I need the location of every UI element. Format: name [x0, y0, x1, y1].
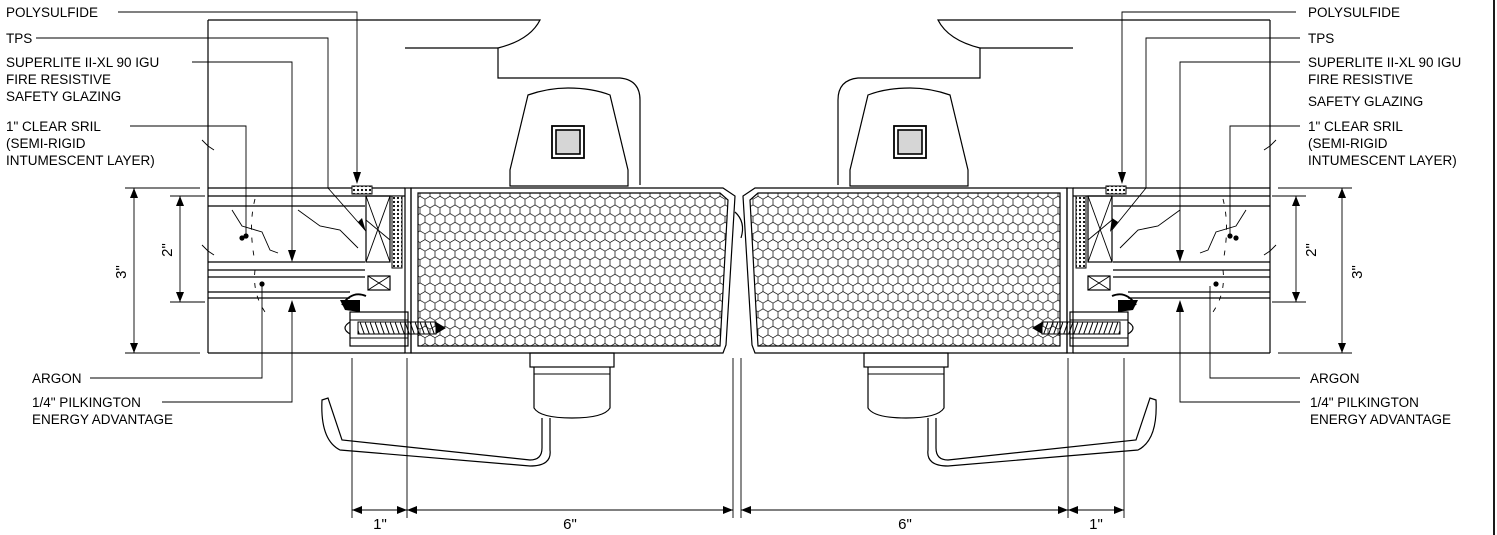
label-igu-left-2: FIRE RESISTIVE: [6, 72, 111, 87]
left-door-section: [201, 19, 736, 467]
label-igu-right-1: SUPERLITE II-XL 90 IGU: [1308, 55, 1461, 70]
dim-core-right: 6": [898, 516, 912, 533]
label-sril-left-1: 1" CLEAR SRIL: [6, 119, 101, 134]
label-igu-left-3: SAFETY GLAZING: [6, 89, 121, 104]
dim-edge-left: 1": [373, 516, 387, 533]
left-glazing-stop: [340, 185, 446, 347]
dimension-lines: [125, 187, 1352, 518]
right-leader-lines: [1110, 11, 1300, 403]
right-glazing-unit: [1073, 20, 1277, 354]
label-polysulfide-right: POLYSULFIDE: [1308, 5, 1400, 20]
meeting-stile-gap: [734, 211, 744, 239]
label-pilkington-right-1: 1/4" PILKINGTON: [1310, 395, 1419, 410]
label-argon-left: ARGON: [32, 371, 82, 386]
label-igu-right-3: SAFETY GLAZING: [1308, 94, 1423, 109]
left-lever-handle: [321, 352, 615, 467]
left-top-trim: [208, 19, 641, 187]
dim-glass-right: 2": [1303, 243, 1320, 257]
label-igu-left-1: SUPERLITE II-XL 90 IGU: [6, 55, 159, 70]
right-glazing-stop: [1032, 185, 1138, 347]
label-sril-right-2: (SEMI-RIGID: [1308, 136, 1388, 151]
left-leader-lines: [36, 11, 366, 403]
right-lever-handle: [863, 352, 1157, 467]
label-sril-right-3: INTUMESCENT LAYER): [1308, 153, 1457, 168]
dim-overall-right: 3": [1349, 265, 1366, 279]
label-pilkington-left-2: ENERGY ADVANTAGE: [32, 412, 173, 427]
label-sril-left-2: (SEMI-RIGID: [6, 136, 86, 151]
label-pilkington-right-2: ENERGY ADVANTAGE: [1310, 412, 1451, 427]
label-tps-left: TPS: [6, 31, 32, 46]
label-igu-right-2: FIRE RESISTIVE: [1308, 72, 1413, 87]
dimension-labels: 3" 2" 3" 2" 1" 6" 6" 1": [113, 243, 1366, 533]
right-door-core: [742, 187, 1074, 354]
dim-overall-left: 3": [113, 265, 130, 279]
dim-core-left: 6": [563, 516, 577, 533]
left-callouts: POLYSULFIDE TPS SUPERLITE II-XL 90 IGU F…: [6, 5, 173, 427]
label-sril-right-1: 1" CLEAR SRIL: [1308, 119, 1403, 134]
label-tps-right: TPS: [1308, 31, 1334, 46]
label-sril-left-3: INTUMESCENT LAYER): [6, 153, 155, 168]
label-polysulfide-left: POLYSULFIDE: [6, 5, 98, 20]
right-callouts: POLYSULFIDE TPS SUPERLITE II-XL 90 IGU F…: [1308, 5, 1461, 427]
label-pilkington-left-1: 1/4" PILKINGTON: [32, 395, 141, 410]
right-door-section: [742, 19, 1277, 467]
left-door-core: [404, 187, 736, 354]
dim-edge-right: 1": [1089, 516, 1103, 533]
left-glazing-unit: [201, 20, 405, 354]
dim-glass-left: 2": [159, 243, 176, 257]
label-argon-right: ARGON: [1310, 371, 1360, 386]
right-top-trim: [837, 19, 1270, 187]
